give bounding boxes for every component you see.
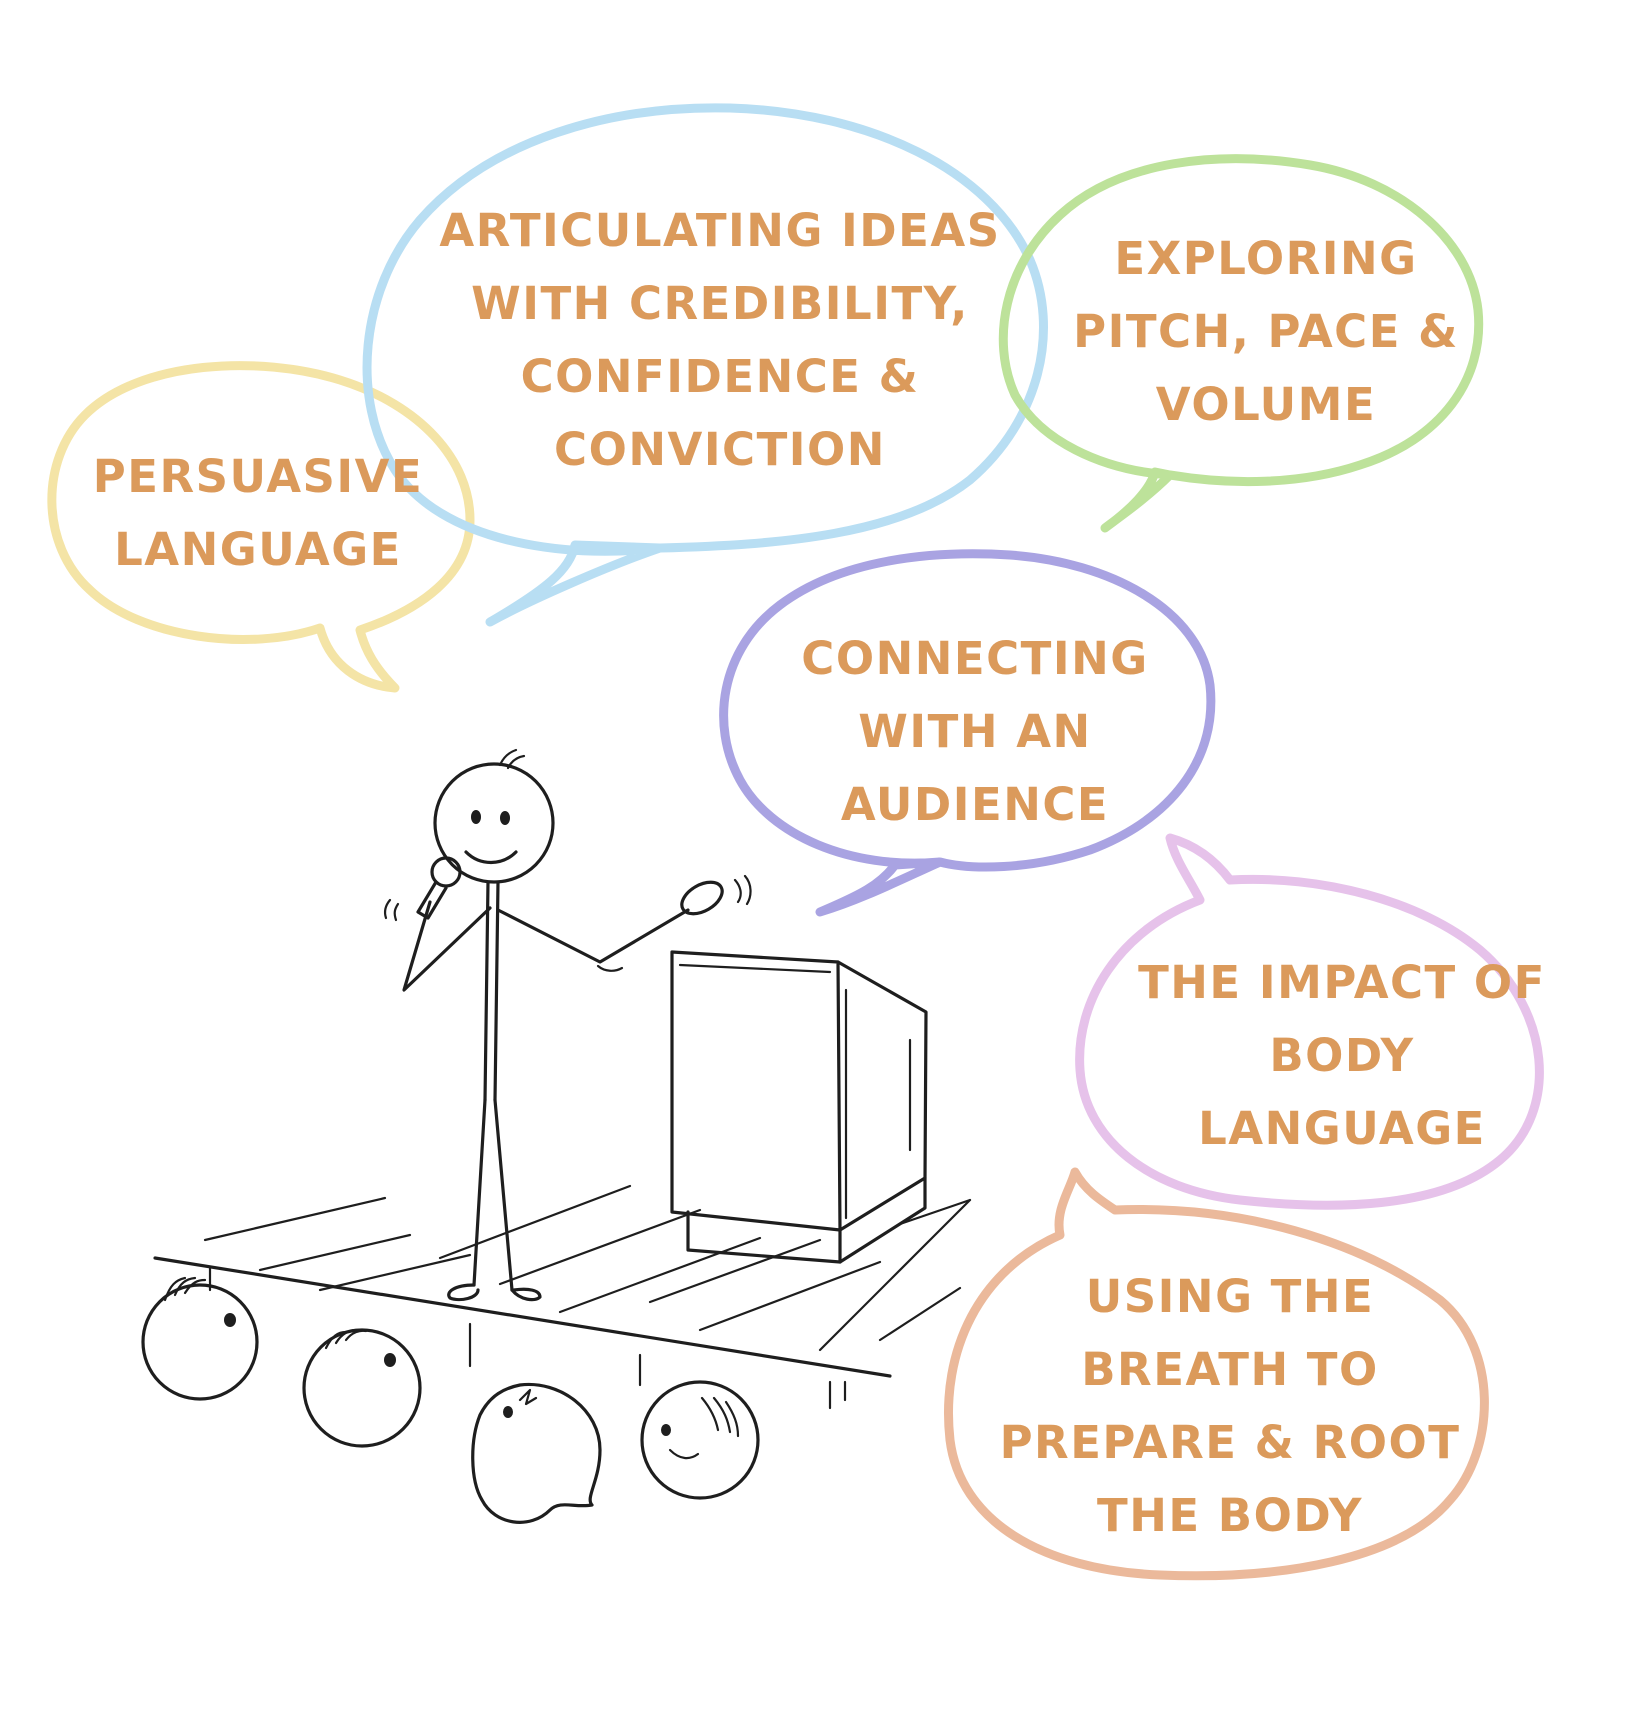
bubble-outline-breath	[944, 1167, 1489, 1581]
bubble-text-body-language: THE IMPACT OF BODY LANGUAGE	[1138, 946, 1546, 1165]
bubble-outline-exploring	[998, 154, 1484, 533]
bubble-line: LANGUAGE	[1198, 1102, 1486, 1155]
bubble-text-articulating: ARTICULATING IDEAS WITH CREDIBILITY, CON…	[439, 194, 1000, 486]
bubble-line: CONVICTION	[554, 423, 886, 476]
bubble-line: ARTICULATING IDEAS	[439, 204, 1001, 257]
eye-right-icon	[500, 811, 510, 825]
bubble-line: PREPARE & ROOT	[999, 1416, 1461, 1469]
bubble-text-connecting: CONNECTING WITH AN AUDIENCE	[801, 622, 1148, 841]
stage-icon	[153, 1184, 972, 1410]
bubble-line: EXPLORING	[1114, 232, 1418, 285]
bubble-line: BREATH TO	[1081, 1343, 1379, 1396]
bubble-text-breath: USING THE BREATH TO PREPARE & ROOT THE B…	[1000, 1260, 1461, 1552]
audience-head-4-icon	[640, 1380, 760, 1500]
bubble-line: PERSUASIVE	[92, 450, 424, 503]
eye-left-icon	[471, 810, 481, 824]
bubble-text-persuasive: PERSUASIVE LANGUAGE	[93, 440, 423, 586]
audience-head-1-icon	[141, 1276, 259, 1401]
bubble-outline-articulating	[362, 103, 1048, 627]
bubble-text-exploring: EXPLORING PITCH, PACE & VOLUME	[1073, 222, 1459, 441]
bubble-line: PITCH, PACE &	[1073, 305, 1459, 358]
bubble-line: BODY	[1269, 1029, 1415, 1082]
audience	[141, 1276, 760, 1524]
podium-icon	[670, 950, 928, 1264]
bubble-line: LANGUAGE	[114, 523, 402, 576]
bubble-line: THE BODY	[1097, 1489, 1363, 1542]
bubble-outline-body-language	[1075, 833, 1544, 1210]
bubble-line: CONFIDENCE &	[520, 350, 920, 403]
bubble-line: WITH CREDIBILITY,	[471, 277, 969, 330]
bubble-line: THE IMPACT OF	[1138, 956, 1546, 1009]
bubble-line: VOLUME	[1155, 378, 1377, 431]
microphone-icon	[383, 856, 462, 922]
audience-head-2-icon	[302, 1328, 422, 1448]
bubble-line: AUDIENCE	[840, 778, 1110, 831]
stick-figure-speaker-icon	[383, 748, 752, 1302]
bubble-line: USING THE	[1085, 1270, 1375, 1323]
audience-head-3-icon	[471, 1382, 602, 1524]
bubble-line: CONNECTING	[801, 632, 1149, 685]
bubble-line: WITH AN	[858, 705, 1092, 758]
bubble-outline-connecting	[719, 549, 1216, 917]
bubble-outline-persuasive	[47, 361, 475, 693]
